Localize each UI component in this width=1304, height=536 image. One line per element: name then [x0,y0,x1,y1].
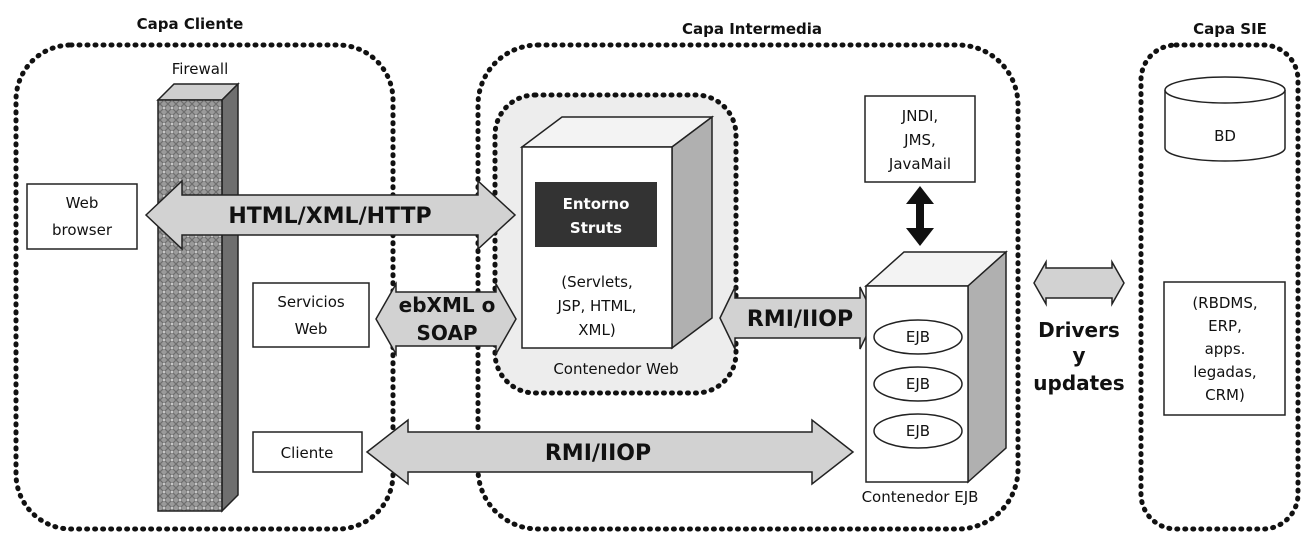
web-services-line: Servicios [277,293,345,311]
ejb-container-label: Contenedor EJB [862,488,979,506]
drivers-label: y [1072,343,1085,367]
eis-layer-title: Capa SIE [1193,20,1267,38]
web-container-contents: JSP, HTML, [556,297,636,315]
ejb-bean [873,366,963,402]
soap-arrow-label: SOAP [416,321,477,345]
client-box: Cliente [252,431,363,473]
client-layer-title: Capa Cliente [137,15,244,33]
ejb-container-box [864,250,1008,484]
database-label: BD [1214,127,1236,145]
eis-layer-region [1138,42,1301,532]
firewall-label: Firewall [172,60,229,78]
ejb-bean [873,413,963,449]
soap-arrow-label: ebXML o [399,293,496,317]
database-icon [1164,76,1286,162]
services-box: JNDI, JMS, JavaMail [864,95,976,183]
http-arrow-label: HTML/XML/HTTP [228,204,431,229]
eis-systems-line: apps. [1205,340,1246,358]
services-ejb-arrow [906,186,934,246]
svg-text:JNDI,JMS,JavaMail: JNDI, JMS, JavaMail [888,107,951,173]
eis-systems-line: ERP, [1208,317,1242,335]
client-layer-region [13,42,396,532]
svg-text:(Servlets,JSP, HTML,XML): (Servlets, JSP, HTML, XML) [556,273,636,339]
web-container-contents: (Servlets, [561,273,633,291]
ejb-bean-label: EJB [906,375,930,393]
struts-label: Struts [570,219,622,237]
eis-systems-line: CRM) [1205,386,1245,404]
ejb-bean-label: EJB [906,422,930,440]
services-line: JavaMail [888,155,951,173]
services-line: JNDI, [901,107,938,125]
rmi-client-ejb-label: RMI/IIOP [545,441,651,466]
ejb-bean [873,319,963,355]
rmi-client-ejb-arrow [365,418,855,486]
web-container-label: Contenedor Web [553,360,678,378]
struts-label: Entorno [563,195,630,213]
web-browser-box: Web browser [26,183,138,250]
middle-layer-region [475,42,1021,532]
firewall-wall [156,82,240,513]
eis-systems-box: (RBDMS, ERP, apps. legadas, CRM) [1163,281,1286,416]
web-container-contents: XML) [578,321,615,339]
web-container-box [519,115,715,350]
rmi-web-ejb-label: RMI/IIOP [747,307,853,332]
drivers-label: updates [1033,371,1124,395]
soap-arrow [375,281,517,357]
svg-text:(RBDMS,ERP,apps.legadas,CRM): (RBDMS, ERP, apps. legadas, CRM) [1192,294,1257,404]
eis-systems-line: legadas, [1193,363,1256,381]
struts-framework-block [535,182,657,247]
drivers-label: Drivers [1038,318,1120,342]
client-box-label: Cliente [281,444,334,462]
web-browser-line: browser [52,221,113,239]
web-services-line: Web [295,320,328,338]
middle-layer-title: Capa Intermedia [682,20,822,38]
http-arrow [144,179,517,251]
web-browser-line: Web [66,194,99,212]
eis-systems-line: (RBDMS, [1192,294,1257,312]
ejb-bean-label: EJB [906,328,930,346]
services-line: JMS, [903,131,936,149]
drivers-arrow [1033,259,1125,307]
